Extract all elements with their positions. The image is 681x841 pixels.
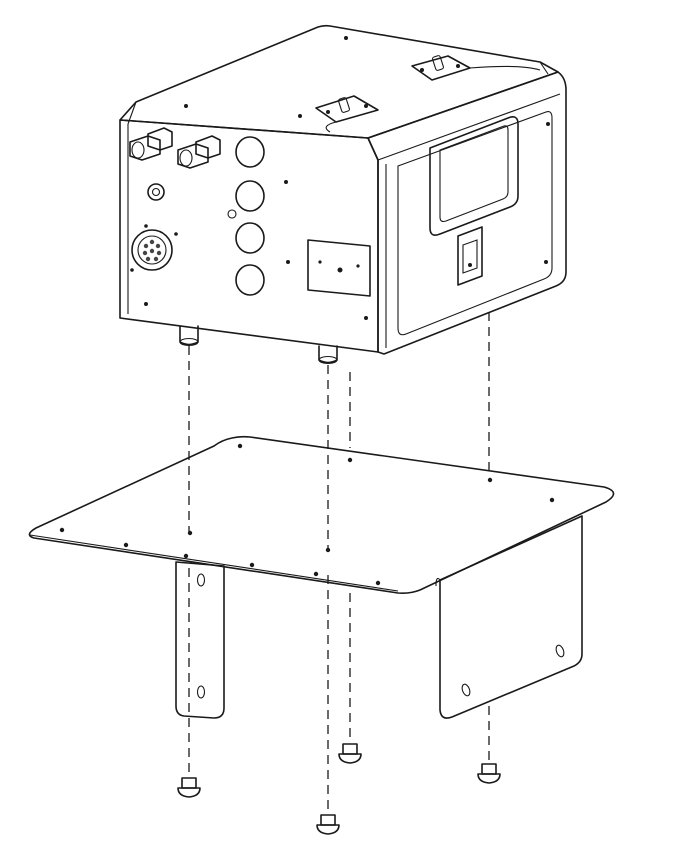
hinge-icon: [411, 55, 471, 81]
latch-icon: [457, 226, 483, 286]
bracket-left-leg: [175, 561, 225, 719]
enclosure-right-face: [367, 71, 567, 355]
cable-gland-icon: [129, 127, 173, 161]
leg-hole: [196, 573, 206, 587]
hinge-cable: [325, 65, 541, 133]
mounting-bracket: [28, 435, 615, 719]
assembly-guide-lines: [188, 312, 490, 810]
fitting-icon: [147, 183, 165, 201]
leg-hole: [196, 685, 206, 699]
screw-icon: [316, 814, 340, 835]
bracket-plate: [28, 435, 615, 594]
plate-holes: [59, 443, 555, 586]
enclosure-box: [119, 24, 567, 365]
leg-hole: [555, 644, 565, 658]
window-icon: [429, 116, 519, 236]
screw-icon: [338, 743, 362, 764]
screw-icon: [477, 763, 501, 784]
cover-plate: [307, 239, 371, 297]
cable-gland-icon: [177, 135, 221, 169]
screw-icon: [177, 777, 201, 798]
hinge-icon: [315, 95, 379, 123]
leg-hole: [461, 683, 471, 697]
standoff-icon: [179, 325, 199, 347]
bracket-right-leg: [439, 515, 583, 719]
standoff-icon: [318, 345, 338, 365]
door-panel: [397, 111, 553, 336]
knockout-holes: [227, 136, 265, 296]
connector-icon: [130, 224, 178, 272]
